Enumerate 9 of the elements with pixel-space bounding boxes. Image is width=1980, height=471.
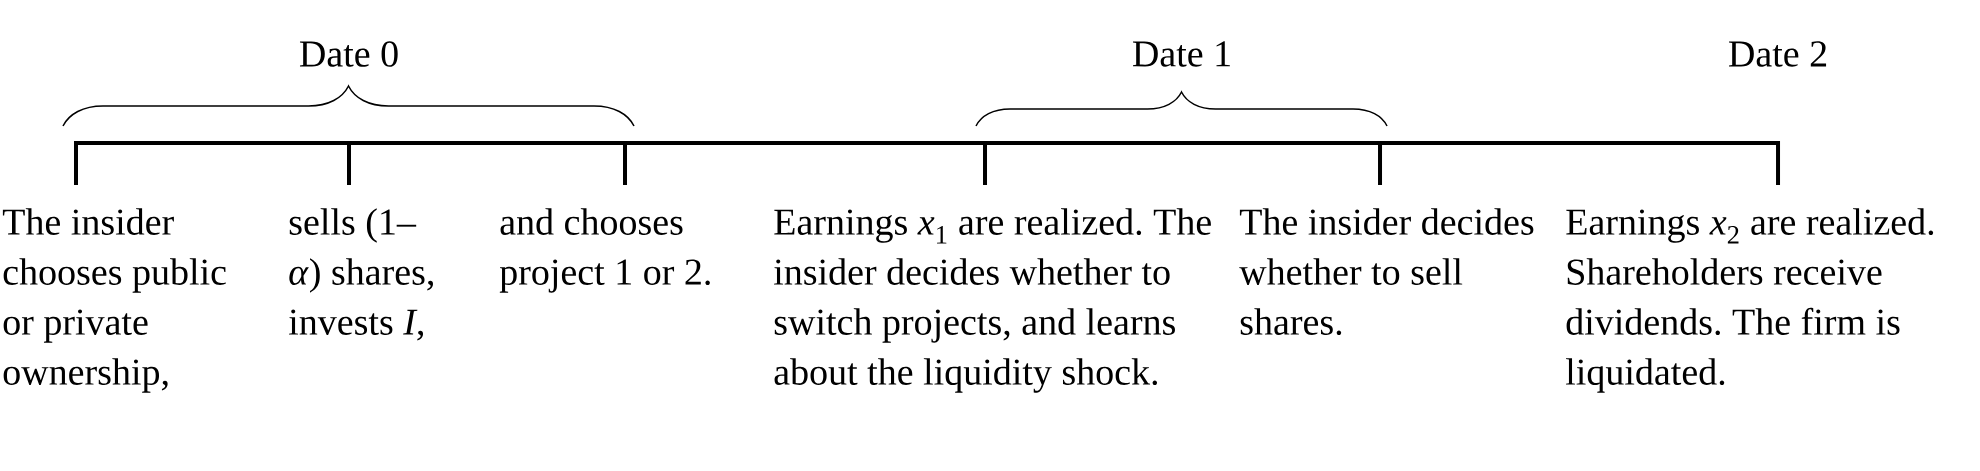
date-label: Date 0: [300, 41, 398, 67]
event-text: and chooses project 1 or 2.: [499, 208, 710, 293]
date-label: Date 2: [1729, 41, 1827, 67]
event-text: Earnings x$_{2}$ are realized. Shareholders receive dividends. The firm is liquidated.: [1566, 208, 1934, 393]
event-text: Earnings x$_{1}$ are realized. The insider decides whether to switch projects, and learns about the liquidity shock.: [774, 208, 1211, 393]
event-text: The insider chooses public or private ownership,: [2, 208, 226, 393]
date-label: Date 1: [1133, 41, 1230, 67]
event-text: sells (1–α) shares, invests I,: [289, 208, 433, 341]
event-text: The insider decides whether to sell shares.: [1239, 208, 1534, 336]
